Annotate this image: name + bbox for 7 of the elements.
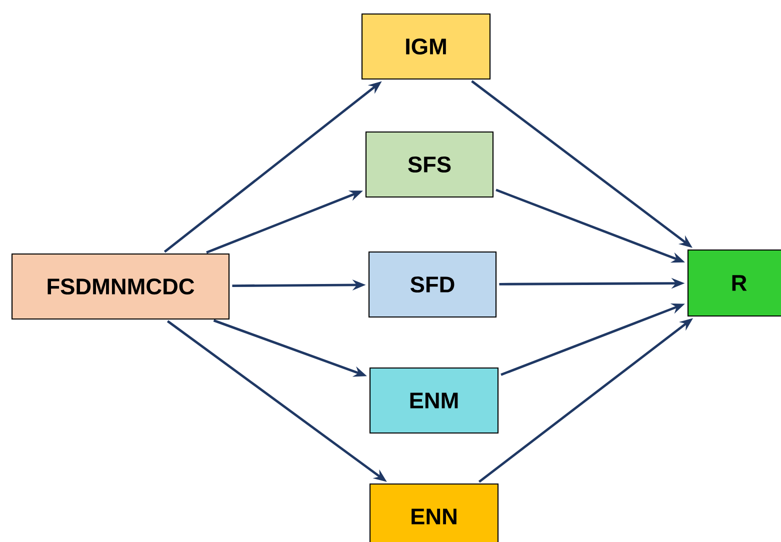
process-box: R (687, 249, 781, 317)
process-box: IGM (361, 13, 491, 80)
process-box: ENN (369, 483, 499, 542)
process-box: SFD (368, 251, 497, 318)
process-box: SFS (365, 131, 494, 198)
process-box: FSDMNMCDC (11, 253, 230, 320)
process-box: ENM (369, 367, 499, 434)
